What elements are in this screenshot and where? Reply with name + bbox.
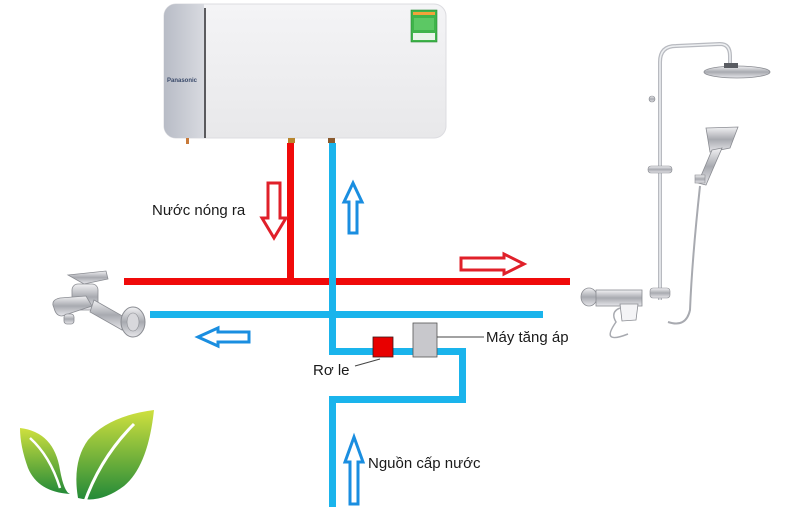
hot-down-arrow-icon <box>259 181 289 241</box>
relay-box <box>372 336 394 358</box>
water-supply-label: Nguồn cấp nước <box>368 455 481 472</box>
cold-up-arrow-icon <box>341 179 365 235</box>
cold-pipe-pump-right <box>459 348 466 403</box>
cold-water-pipes <box>150 143 543 507</box>
relay-label: Rơ le <box>313 362 350 379</box>
supply-up-arrow-icon <box>342 432 366 506</box>
hot-water-pipes <box>124 143 570 285</box>
energy-label-icon <box>410 9 438 43</box>
booster-pump-label: Máy tăng áp <box>486 329 569 346</box>
heater-side-cap <box>164 4 204 138</box>
heater-body <box>163 3 447 139</box>
shower-set-icon <box>580 41 771 339</box>
cold-pipe-pump-top <box>329 348 466 355</box>
heater-brand-logo: Panasonic <box>167 78 198 84</box>
hot-pipe-vertical <box>287 143 294 283</box>
hot-right-arrow-icon <box>459 251 528 277</box>
wall-faucet-icon <box>52 270 146 338</box>
cold-pipe-pump-bottom <box>329 396 466 403</box>
water-heater <box>163 3 447 144</box>
cold-inlet-fitting <box>328 138 335 143</box>
cold-pipe-heater-inlet <box>329 143 336 355</box>
drain-valve <box>186 138 189 144</box>
hot-outlet-fitting <box>288 138 295 143</box>
relay-leader-line <box>354 358 381 367</box>
hot-pipe-horizontal <box>124 278 570 285</box>
leaf-logo-icon <box>20 410 154 505</box>
cold-pipe-supply <box>329 396 336 507</box>
booster-pump-box <box>412 322 438 358</box>
cold-left-arrow-icon <box>194 325 251 349</box>
hot-water-out-label: Nước nóng ra <box>152 202 246 219</box>
cold-pipe-horizontal <box>150 311 543 318</box>
